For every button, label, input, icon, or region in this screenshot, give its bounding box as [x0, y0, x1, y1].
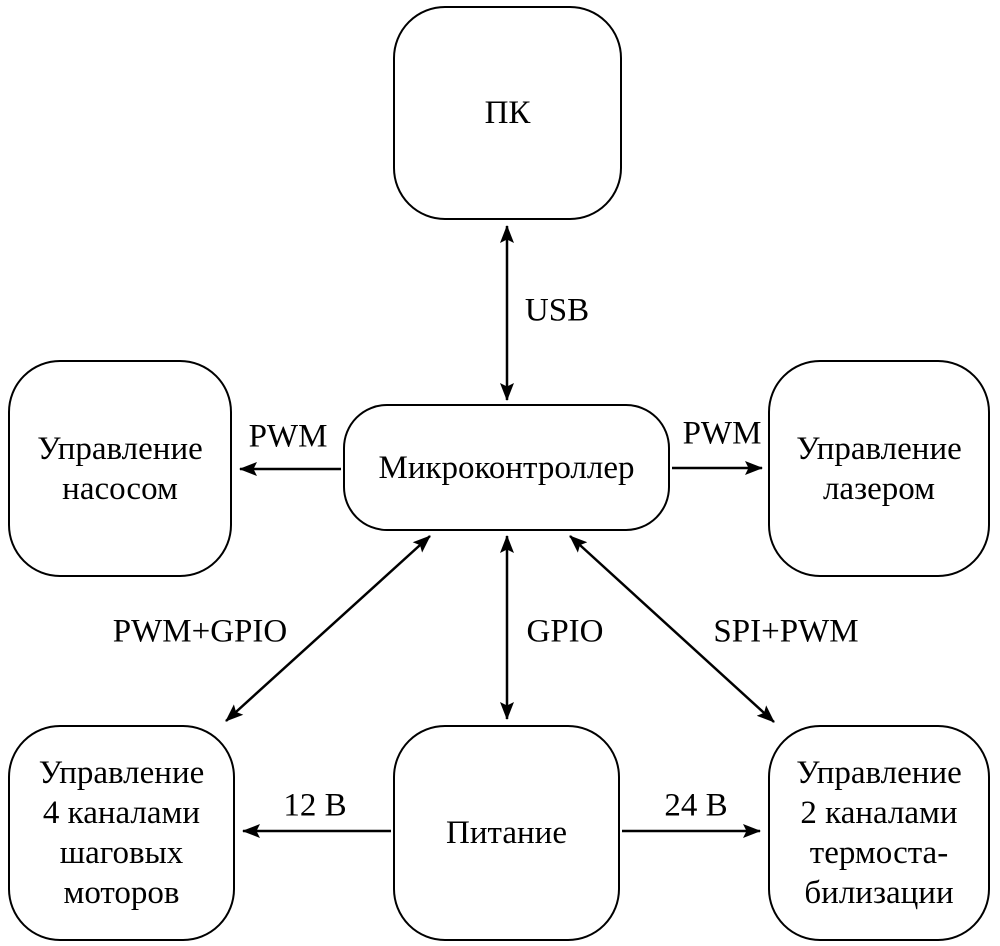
edge-label-spi-pwm: SPI+PWM: [711, 613, 861, 651]
node-microcontroller-label: Микроконтроллер: [378, 449, 635, 486]
edge-spi-pwm-arrow: [569, 535, 775, 723]
node-power-supply-label: Питание: [446, 815, 567, 851]
node-microcontroller: Микроконтроллер: [343, 404, 670, 531]
node-thermostabilization-control: Управление 2 каналами термоста- билизаци…: [768, 725, 990, 941]
edge-label-gpio: GPIO: [524, 613, 606, 651]
node-laser-control: Управление лазером: [768, 360, 990, 577]
edge-label-pwm-left: PWM: [246, 418, 330, 456]
edge-label-pwm-gpio: PWM+GPIO: [110, 613, 290, 651]
edge-label-usb: USB: [522, 292, 592, 330]
node-pc: ПК: [393, 6, 622, 220]
node-pump-control-label: Управление насосом: [37, 430, 203, 507]
edge-pwm-gpio-arrow: [225, 535, 431, 722]
node-thermostabilization-control-label: Управление 2 каналами термоста- билизаци…: [796, 755, 962, 911]
edge-label-24v: 24 В: [662, 787, 730, 825]
node-power-supply: Питание: [393, 725, 620, 941]
node-pump-control: Управление насосом: [8, 360, 232, 577]
node-stepper-motors-control-label: Управление 4 каналами шаговых моторов: [38, 755, 205, 911]
node-pc-label: ПК: [484, 95, 531, 131]
node-stepper-motors-control: Управление 4 каналами шаговых моторов: [8, 725, 235, 941]
edge-label-12v: 12 В: [281, 787, 349, 825]
node-laser-control-label: Управление лазером: [796, 430, 962, 507]
edge-label-pwm-right: PWM: [680, 415, 764, 453]
